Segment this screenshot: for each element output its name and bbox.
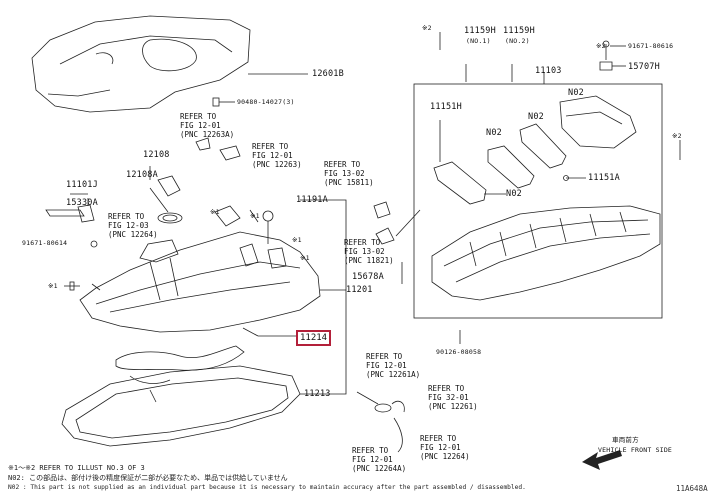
- mark-2-top: ※2: [422, 24, 432, 32]
- label-91671-80616[interactable]: 91671-80616: [628, 42, 674, 50]
- refer-fig-12-01-pnc-12261a[interactable]: REFER TO FIG 12-01 (PNC 12261A): [366, 352, 421, 379]
- refer-fig-12-03-pnc-12264[interactable]: REFER TO FIG 12-03 (PNC 12264): [108, 212, 158, 239]
- refer-fig-13-02-pnc-15811[interactable]: REFER TO FIG 13-02 (PNC 15811): [324, 160, 374, 187]
- refer-fig-32-01-pnc-12261[interactable]: REFER TO FIG 32-01 (PNC 12261): [428, 384, 478, 411]
- label-15707H[interactable]: 15707H: [628, 62, 660, 72]
- mark-2-far-right: ※2: [672, 132, 682, 140]
- label-91671-80614[interactable]: 91671-80614: [22, 239, 68, 247]
- label-11159H-no1-sub: (NO.1): [466, 37, 491, 45]
- mark-1-b: ※1: [300, 254, 310, 262]
- mark-1-mid: ※1: [210, 208, 220, 216]
- footnote-n02-en: N02 : This part is not supplied as an in…: [8, 484, 526, 491]
- sub-assembly-box: [413, 83, 663, 319]
- refer-fig-12-01-pnc-12263a[interactable]: REFER TO FIG 12-01 (PNC 12263A): [180, 112, 235, 139]
- refer-fig-13-02-pnc-11821[interactable]: REFER TO FIG 13-02 (PNC 11821): [344, 238, 394, 265]
- illustration-id: 11A648A: [676, 484, 708, 493]
- label-11101J[interactable]: 11101J: [66, 180, 98, 190]
- mark-1-c: ※1: [250, 212, 260, 220]
- label-11214-highlighted[interactable]: 11214: [296, 330, 332, 346]
- label-90480-14027[interactable]: 90480-14027(3): [237, 98, 295, 106]
- footnote-illust-reference: ※1～※2 REFER TO ILLUST NO.3 OF 3: [8, 464, 145, 472]
- label-15678A[interactable]: 15678A: [352, 272, 384, 282]
- label-n02-d: N02: [506, 189, 522, 199]
- label-n02-a: N02: [568, 88, 584, 98]
- refer-fig-12-01-pnc-12264a[interactable]: REFER TO FIG 12-01 (PNC 12264A): [352, 446, 407, 473]
- label-n02-c: N02: [486, 128, 502, 138]
- cam-housing-shape: [431, 205, 661, 301]
- mark-1-left: ※1: [48, 282, 58, 290]
- label-11159H-no1[interactable]: 11159H: [464, 26, 496, 36]
- engine-cover-shape: [31, 15, 251, 113]
- vehicle-front-label-jp: 車両前方: [612, 436, 639, 444]
- gasket-shape: [61, 365, 301, 447]
- label-11213[interactable]: 11213: [304, 389, 331, 399]
- mark-1-a: ※1: [292, 236, 302, 244]
- label-n02-b: N02: [528, 112, 544, 122]
- label-12108A[interactable]: 12108A: [126, 170, 158, 180]
- cam-cover-shape: [79, 231, 321, 333]
- mark-2-right: ※2: [596, 42, 606, 50]
- refer-fig-12-01-pnc-12263[interactable]: REFER TO FIG 12-01 (PNC 12263): [252, 142, 302, 169]
- label-11151H[interactable]: 11151H: [430, 102, 462, 112]
- footnote-n02-jp: N02: この部品は、部付け後の精度保証が二部が必要なため、単品では供給していま…: [8, 474, 288, 482]
- vehicle-front-arrow: [582, 450, 622, 470]
- refer-fig-12-01-pnc-12264[interactable]: REFER TO FIG 12-01 (PNC 12264): [420, 434, 470, 461]
- vehicle-front-label-en: VEHICLE FRONT SIDE: [598, 446, 673, 454]
- label-11201[interactable]: 11201: [346, 285, 373, 295]
- label-11151A[interactable]: 11151A: [588, 173, 620, 183]
- label-11191A[interactable]: 11191A: [296, 195, 328, 205]
- label-12108[interactable]: 12108: [143, 150, 170, 160]
- label-90126-08058[interactable]: 90126-08058: [436, 348, 482, 356]
- label-11159H-no2-sub: (NO.2): [505, 37, 530, 45]
- label-15330A[interactable]: 15330A: [66, 198, 98, 208]
- label-11103[interactable]: 11103: [535, 66, 562, 76]
- label-11159H-no2[interactable]: 11159H: [503, 26, 535, 36]
- label-12601B[interactable]: 12601B: [312, 69, 344, 79]
